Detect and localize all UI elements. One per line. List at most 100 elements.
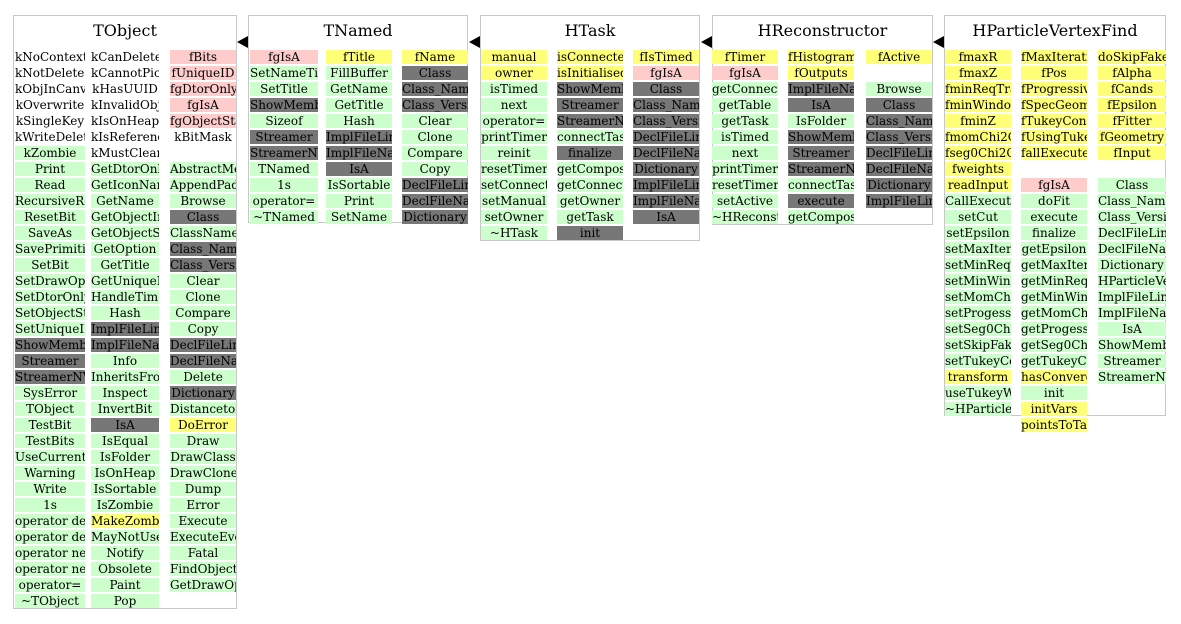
- class-member: setConnections: [481, 178, 547, 192]
- class-member: operator=: [250, 194, 318, 208]
- class-member: Class: [1098, 178, 1166, 192]
- class-member: SetName: [326, 210, 392, 224]
- class-member: kMustCleanup: [91, 146, 159, 160]
- class-member: kSingleKey: [15, 114, 85, 128]
- class-member: ImplFileLine: [91, 322, 159, 336]
- class-member: ~TObject: [15, 594, 85, 608]
- class-member: getOwner: [557, 194, 623, 208]
- class-member: getTukeyConstant: [1021, 354, 1087, 368]
- class-member: getTask: [557, 210, 623, 224]
- class-member: ~HReconstructor: [712, 210, 778, 224]
- class-member: ImplFileName: [788, 82, 854, 96]
- class-member: IsEqual: [91, 434, 159, 448]
- class-member: isTimed: [712, 130, 778, 144]
- class-member: Warning: [15, 466, 85, 480]
- class-member: DrawClass: [170, 450, 236, 464]
- class-member: operator new: [15, 546, 85, 560]
- class-member: hasConverged: [1021, 370, 1087, 384]
- class-member: setMomChi2Cut: [945, 290, 1011, 304]
- class-member: Clone: [170, 290, 236, 304]
- class-member: Print: [15, 162, 85, 176]
- class-member: ImplFileLine: [1098, 290, 1166, 304]
- class-member: kObjInCanvas: [15, 82, 85, 96]
- class-member: setOwner: [481, 210, 547, 224]
- inheritance-arrow-icon: [237, 36, 248, 48]
- class-member: kOverwrite: [15, 98, 85, 112]
- class-member: Class_Version: [866, 130, 932, 144]
- class-member: kHasUUID: [92, 82, 158, 96]
- class-title: TObject: [93, 21, 157, 40]
- class-member: operator=: [481, 114, 547, 128]
- class-member: fIsTimed: [633, 50, 699, 64]
- class-member: IsZombie: [91, 498, 159, 512]
- class-member: Class_Version: [402, 98, 468, 112]
- class-member: setEpsilon: [945, 226, 1011, 240]
- class-member: Read: [15, 178, 85, 192]
- class-member: GetTitle: [91, 258, 159, 272]
- class-member: fTukeyConst: [1021, 114, 1087, 128]
- class-member: setCut: [945, 210, 1011, 224]
- class-member: ImplFileName: [326, 146, 392, 160]
- class-member: ImplFileName: [91, 338, 159, 352]
- class-member: SetDtorOnly: [15, 290, 85, 304]
- class-member: fActive: [866, 50, 932, 64]
- class-member: manual: [481, 50, 547, 64]
- class-member: Dictionary: [1098, 258, 1166, 272]
- class-member: operator=: [15, 578, 85, 592]
- class-member: ImplFileLine: [866, 194, 932, 208]
- class-member: SysError: [15, 386, 85, 400]
- class-member: getEpsilon: [1021, 242, 1087, 256]
- class-member: fminZ: [945, 114, 1011, 128]
- class-member: Execute: [170, 514, 236, 528]
- class-member: fAlpha: [1098, 66, 1166, 80]
- class-member: FindObject: [170, 562, 236, 576]
- class-member: 1s: [250, 178, 318, 192]
- class-member: fgIsA: [250, 50, 318, 64]
- class-member: DeclFileLine: [170, 338, 236, 352]
- class-member: ShowMembers: [1098, 338, 1166, 352]
- class-member: GetTitle: [326, 98, 392, 112]
- class-member: init: [557, 226, 623, 240]
- class-member: isInitialised: [557, 66, 623, 80]
- class-title: TNamed: [323, 21, 393, 40]
- class-member: Dictionary: [866, 178, 932, 192]
- class-member: DeclFileName: [866, 162, 932, 176]
- class-member: GetOption: [91, 242, 159, 256]
- class-member: getTask: [712, 114, 778, 128]
- class-member: SaveAs: [15, 226, 85, 240]
- class-member: Class: [633, 82, 699, 96]
- class-member: Class_Name: [402, 82, 468, 96]
- class-member: setActive: [712, 194, 778, 208]
- class-member: StreamerNVirtual: [788, 162, 854, 176]
- class-member: Delete: [170, 370, 236, 384]
- class-member: Browse: [170, 194, 236, 208]
- class-member: IsOnHeap: [91, 466, 159, 480]
- class-member: Dictionary: [170, 386, 236, 400]
- class-member: GetName: [91, 194, 159, 208]
- class-member: kBitMask: [174, 130, 232, 144]
- class-member: fgIsA: [1021, 178, 1087, 192]
- class-member: getMaxIterations: [1021, 258, 1087, 272]
- class-member: GetObjectInfo: [91, 210, 159, 224]
- class-member: setSeg0Chi2Cut: [945, 322, 1011, 336]
- class-member: 1s: [15, 498, 85, 512]
- class-member: resetTimer: [481, 162, 547, 176]
- class-member: ImplFileName: [1098, 306, 1166, 320]
- class-member: Draw: [170, 434, 236, 448]
- class-member: GetUniqueID: [91, 274, 159, 288]
- class-member: Compare: [170, 306, 236, 320]
- class-member: InvertBit: [91, 402, 159, 416]
- class-member: Streamer: [1098, 354, 1166, 368]
- class-member: fmaxR: [945, 50, 1011, 64]
- class-title: HParticleVertexFind: [972, 21, 1138, 40]
- class-member: kWriteDelete: [15, 130, 85, 144]
- class-member: Hash: [91, 306, 159, 320]
- class-member: fBits: [170, 50, 236, 64]
- class-member: Class_Name: [170, 242, 236, 256]
- class-member: MakeZombie: [91, 514, 159, 528]
- class-member: MayNotUse: [91, 530, 159, 544]
- class-member: fUniqueID: [170, 66, 236, 80]
- class-member: Compare: [402, 146, 468, 160]
- class-member: getMinWindow: [1021, 290, 1087, 304]
